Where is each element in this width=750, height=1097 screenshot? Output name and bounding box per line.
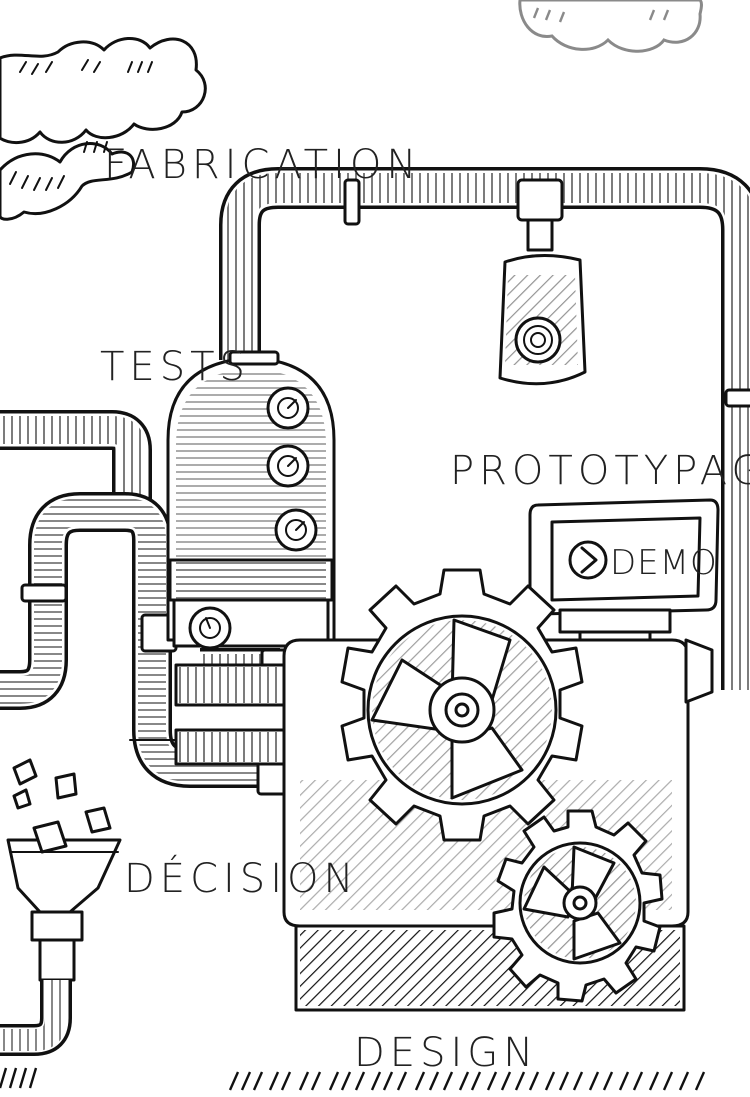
gauge-icon — [268, 388, 308, 428]
gauge-icon — [190, 608, 230, 648]
label-tests: TESTS — [100, 344, 250, 390]
pressure-tank — [168, 352, 334, 646]
large-gear-icon — [342, 570, 582, 840]
cloud-top-left — [0, 38, 205, 142]
label-design: DESIGN — [354, 1030, 538, 1076]
label-prototypage: PROTOTYPAGE — [450, 448, 750, 494]
gauge-icon — [276, 510, 316, 550]
pendant-gauge-icon — [516, 318, 560, 362]
demo-label: DEMO — [610, 543, 718, 583]
cloud-top-right — [520, 0, 702, 51]
tank-base — [176, 665, 288, 764]
play-icon — [570, 542, 606, 578]
cube-icon — [14, 760, 110, 852]
label-decision: DÉCISION — [124, 854, 358, 902]
ground-hatching — [0, 1068, 704, 1090]
label-fabrication: FABRICATION — [104, 142, 421, 188]
decision-funnel — [0, 840, 120, 1040]
gauge-icon — [268, 446, 308, 486]
